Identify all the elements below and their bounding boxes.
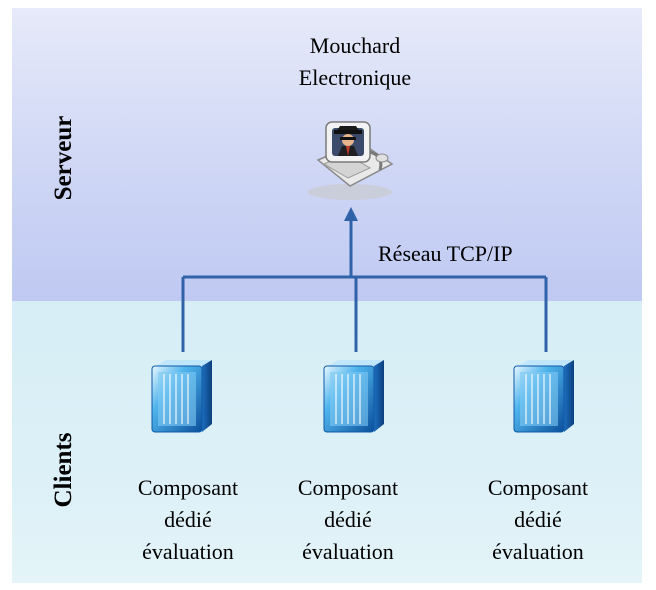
client-1-line3: évaluation — [142, 539, 234, 564]
uplink-arrow-head — [344, 207, 358, 221]
client-3-line3: évaluation — [492, 539, 584, 564]
client-3-label: Composant dédié évaluation — [463, 472, 613, 568]
client-2-label: Composant dédié évaluation — [273, 472, 423, 568]
component-cube-icon — [513, 360, 574, 433]
spy-computer-icon — [308, 121, 394, 200]
server-title: Mouchard Electronique — [290, 30, 420, 94]
component-cube-icon — [151, 360, 212, 433]
client-3-line1: Composant — [487, 475, 589, 500]
component-cube-icon — [323, 360, 384, 433]
client-2-line2: dédié — [324, 507, 372, 532]
client-2-line1: Composant — [297, 475, 399, 500]
client-3-line2: dédié — [514, 507, 562, 532]
clients-zone — [12, 301, 642, 583]
client-1-line1: Composant — [137, 475, 239, 500]
client-1-label: Composant dédié évaluation — [113, 472, 263, 568]
client-1-line2: dédié — [164, 507, 212, 532]
server-title-line2: Electronique — [298, 65, 412, 90]
network-label: Réseau TCP/IP — [378, 241, 513, 266]
client-2-line3: évaluation — [302, 539, 394, 564]
server-title-line1: Mouchard — [309, 33, 401, 58]
